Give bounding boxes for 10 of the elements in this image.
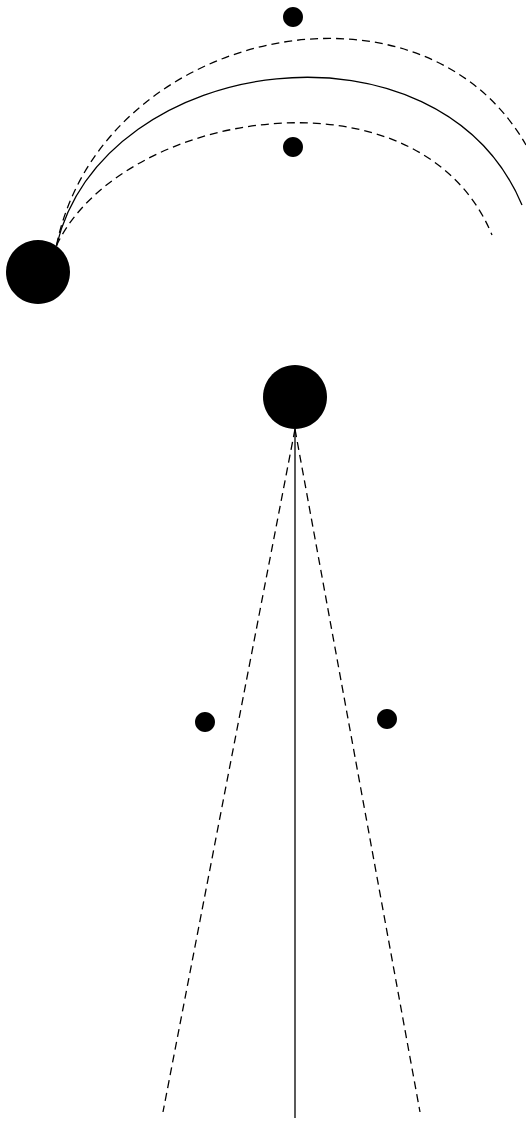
large-dot — [6, 240, 70, 304]
small-dot — [283, 137, 303, 157]
small-dot — [195, 712, 215, 732]
small-dot — [283, 7, 303, 27]
line — [294, 428, 296, 1119]
curved-line — [55, 77, 523, 247]
dashed-curved-line — [55, 122, 493, 247]
large-dot — [263, 365, 327, 429]
small-dot — [377, 709, 397, 729]
dashed-line — [294, 428, 421, 1113]
